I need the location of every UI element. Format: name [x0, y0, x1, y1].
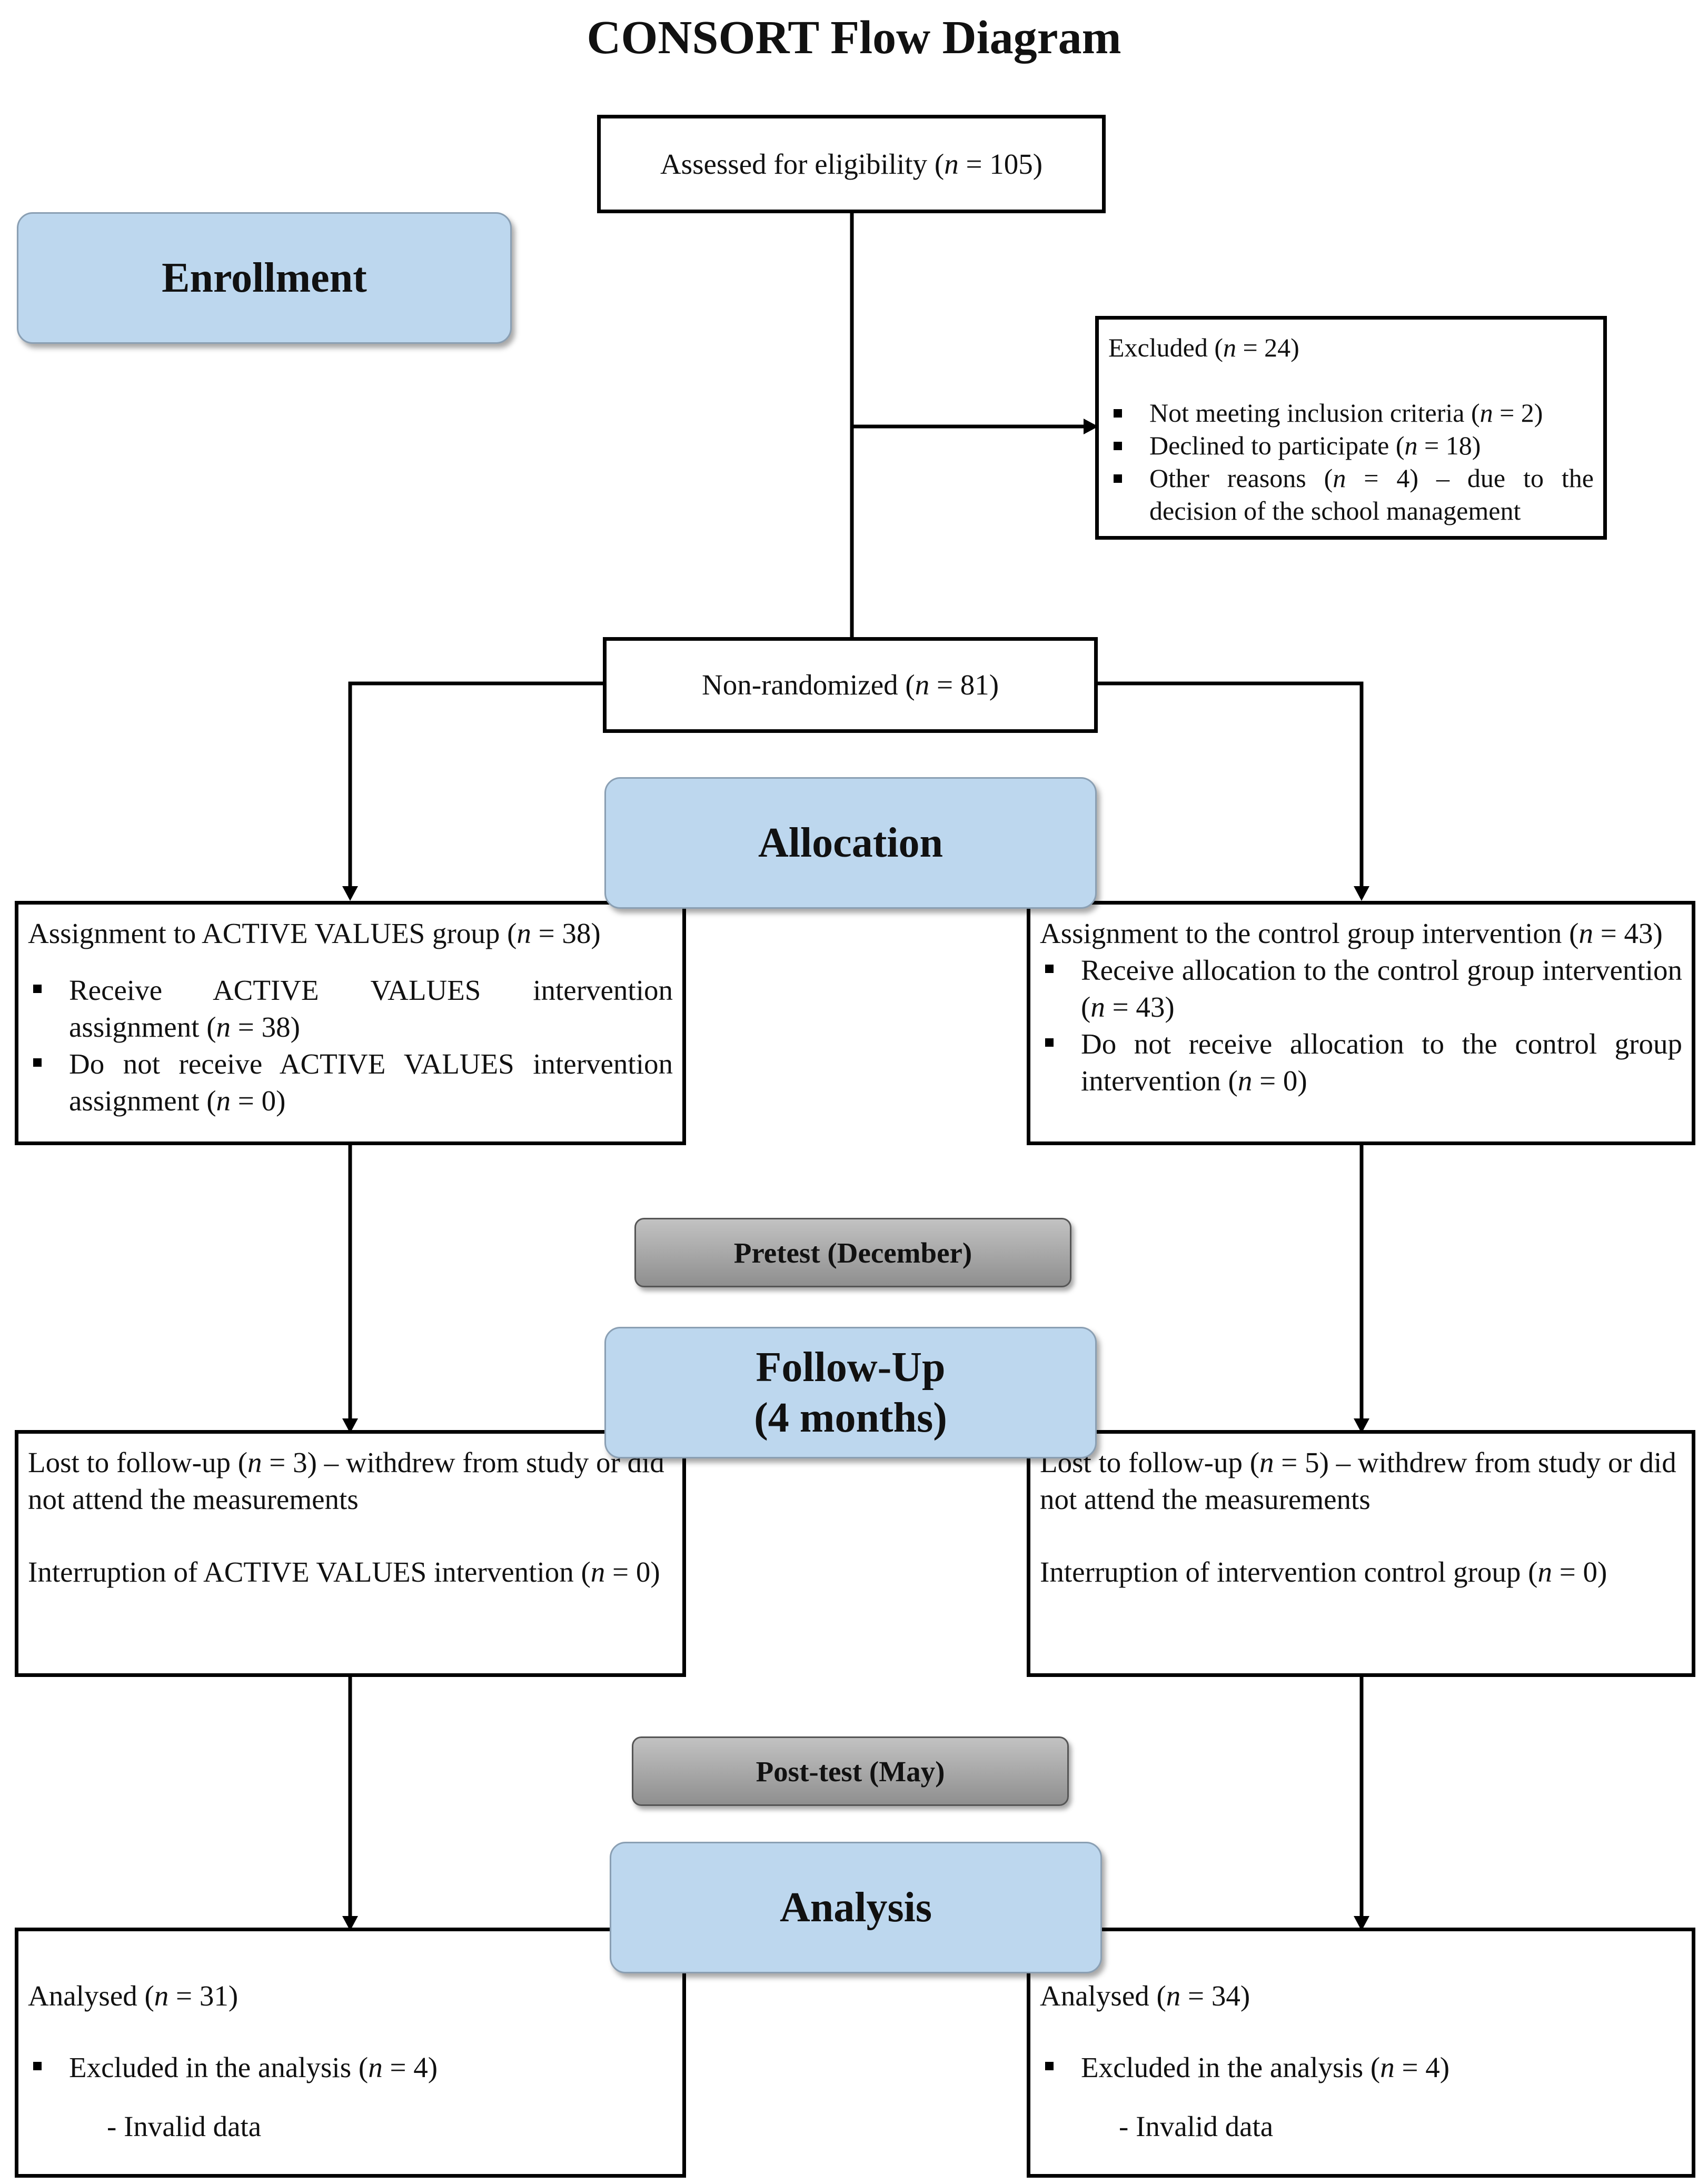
left-analysis-list: Excluded in the analysis (n = 4): [28, 2049, 673, 2086]
arrowhead-left-followup: [342, 1418, 358, 1433]
left-followup-box: Lost to follow-up (n = 3) – withdrew fro…: [15, 1430, 686, 1677]
timepoint-posttest: Post-test (May): [632, 1736, 1069, 1806]
left-assignment-box: Assignment to ACTIVE VALUES group (n = 3…: [15, 901, 686, 1145]
stage-followup-line1: Follow-Up: [756, 1344, 946, 1391]
excluded-reason-item: Not meeting inclusion criteria (n = 2): [1108, 396, 1594, 429]
right-interruption-text: Interruption of intervention control gro…: [1040, 1556, 1607, 1588]
right-lost-text: Lost to follow-up (n = 5) – withdrew fro…: [1040, 1446, 1676, 1515]
left-analysed-text: Analysed (n = 31): [28, 1980, 239, 2012]
stage-enrollment: Enrollment: [17, 212, 512, 344]
timepoint-pretest: Pretest (December): [634, 1218, 1071, 1287]
left-interruption-text: Interruption of ACTIVE VALUES interventi…: [28, 1556, 660, 1588]
left-assignment-item: Receive ACTIVE VALUES intervention assig…: [28, 972, 673, 1046]
right-analysis-reason: - Invalid data: [1119, 2110, 1274, 2142]
left-assignment-list: Receive ACTIVE VALUES intervention assig…: [28, 972, 673, 1119]
right-followup-box: Lost to follow-up (n = 5) – withdrew fro…: [1027, 1430, 1695, 1677]
left-analysis-excluded-item: Excluded in the analysis (n = 4): [28, 2049, 673, 2086]
right-assignment-item: Receive allocation to the control group …: [1040, 952, 1682, 1026]
excluded-reason-item: Declined to participate (n = 18): [1108, 429, 1594, 462]
right-analysis-excluded-item: Excluded in the analysis (n = 4): [1040, 2049, 1682, 2086]
right-assignment-header: Assignment to the control group interven…: [1040, 917, 1663, 949]
line-nonrand-left: [348, 681, 604, 898]
right-analysed-text: Analysed (n = 34): [1040, 1980, 1250, 2012]
stage-allocation: Allocation: [604, 777, 1097, 909]
right-assignment-box: Assignment to the control group interven…: [1027, 901, 1695, 1145]
excluded-box: Excluded (n = 24) Not meeting inclusion …: [1095, 316, 1607, 540]
arrowhead-left-analysis: [342, 1916, 358, 1931]
left-assignment-header: Assignment to ACTIVE VALUES group (n = 3…: [28, 917, 601, 949]
diagram-title: CONSORT Flow Diagram: [587, 12, 1121, 64]
left-analysis-box: Analysed (n = 31) Excluded in the analys…: [15, 1928, 686, 2178]
nonrandomized-box: Non-randomized (n = 81): [603, 637, 1098, 733]
assessed-box: Assessed for eligibility (n = 105): [597, 115, 1106, 213]
assessed-text: Assessed for eligibility (n = 105): [660, 147, 1043, 180]
arrowhead-right-analysis: [1354, 1916, 1369, 1931]
stage-followup: Follow-Up (4 months): [604, 1327, 1097, 1458]
left-assignment-item: Do not receive ACTIVE VALUES interventio…: [28, 1046, 673, 1119]
left-analysis-reason: - Invalid data: [107, 2110, 262, 2142]
right-analysis-list: Excluded in the analysis (n = 4): [1040, 2049, 1682, 2086]
excluded-reasons-list: Not meeting inclusion criteria (n = 2) D…: [1108, 396, 1594, 527]
excluded-reason-item: Other reasons (n = 4) – due to the decis…: [1108, 462, 1594, 527]
arrowhead-left-assign: [342, 886, 358, 901]
line-nonrand-right: [1098, 681, 1364, 898]
right-analysis-box: Analysed (n = 34) Excluded in the analys…: [1027, 1928, 1695, 2178]
left-lost-text: Lost to follow-up (n = 3) – withdrew fro…: [28, 1446, 664, 1515]
right-assignment-list: Receive allocation to the control group …: [1040, 952, 1682, 1099]
right-assignment-item: Do not receive allocation to the control…: [1040, 1026, 1682, 1099]
excluded-header: Excluded (n = 24): [1108, 333, 1299, 362]
stage-followup-line2: (4 months): [754, 1395, 947, 1441]
arrowhead-right-assign: [1354, 886, 1369, 901]
stage-analysis: Analysis: [610, 1842, 1102, 1973]
arrowhead-excluded: [1084, 419, 1098, 434]
nonrandomized-text: Non-randomized (n = 81): [701, 669, 999, 701]
arrowhead-right-followup: [1354, 1418, 1369, 1433]
